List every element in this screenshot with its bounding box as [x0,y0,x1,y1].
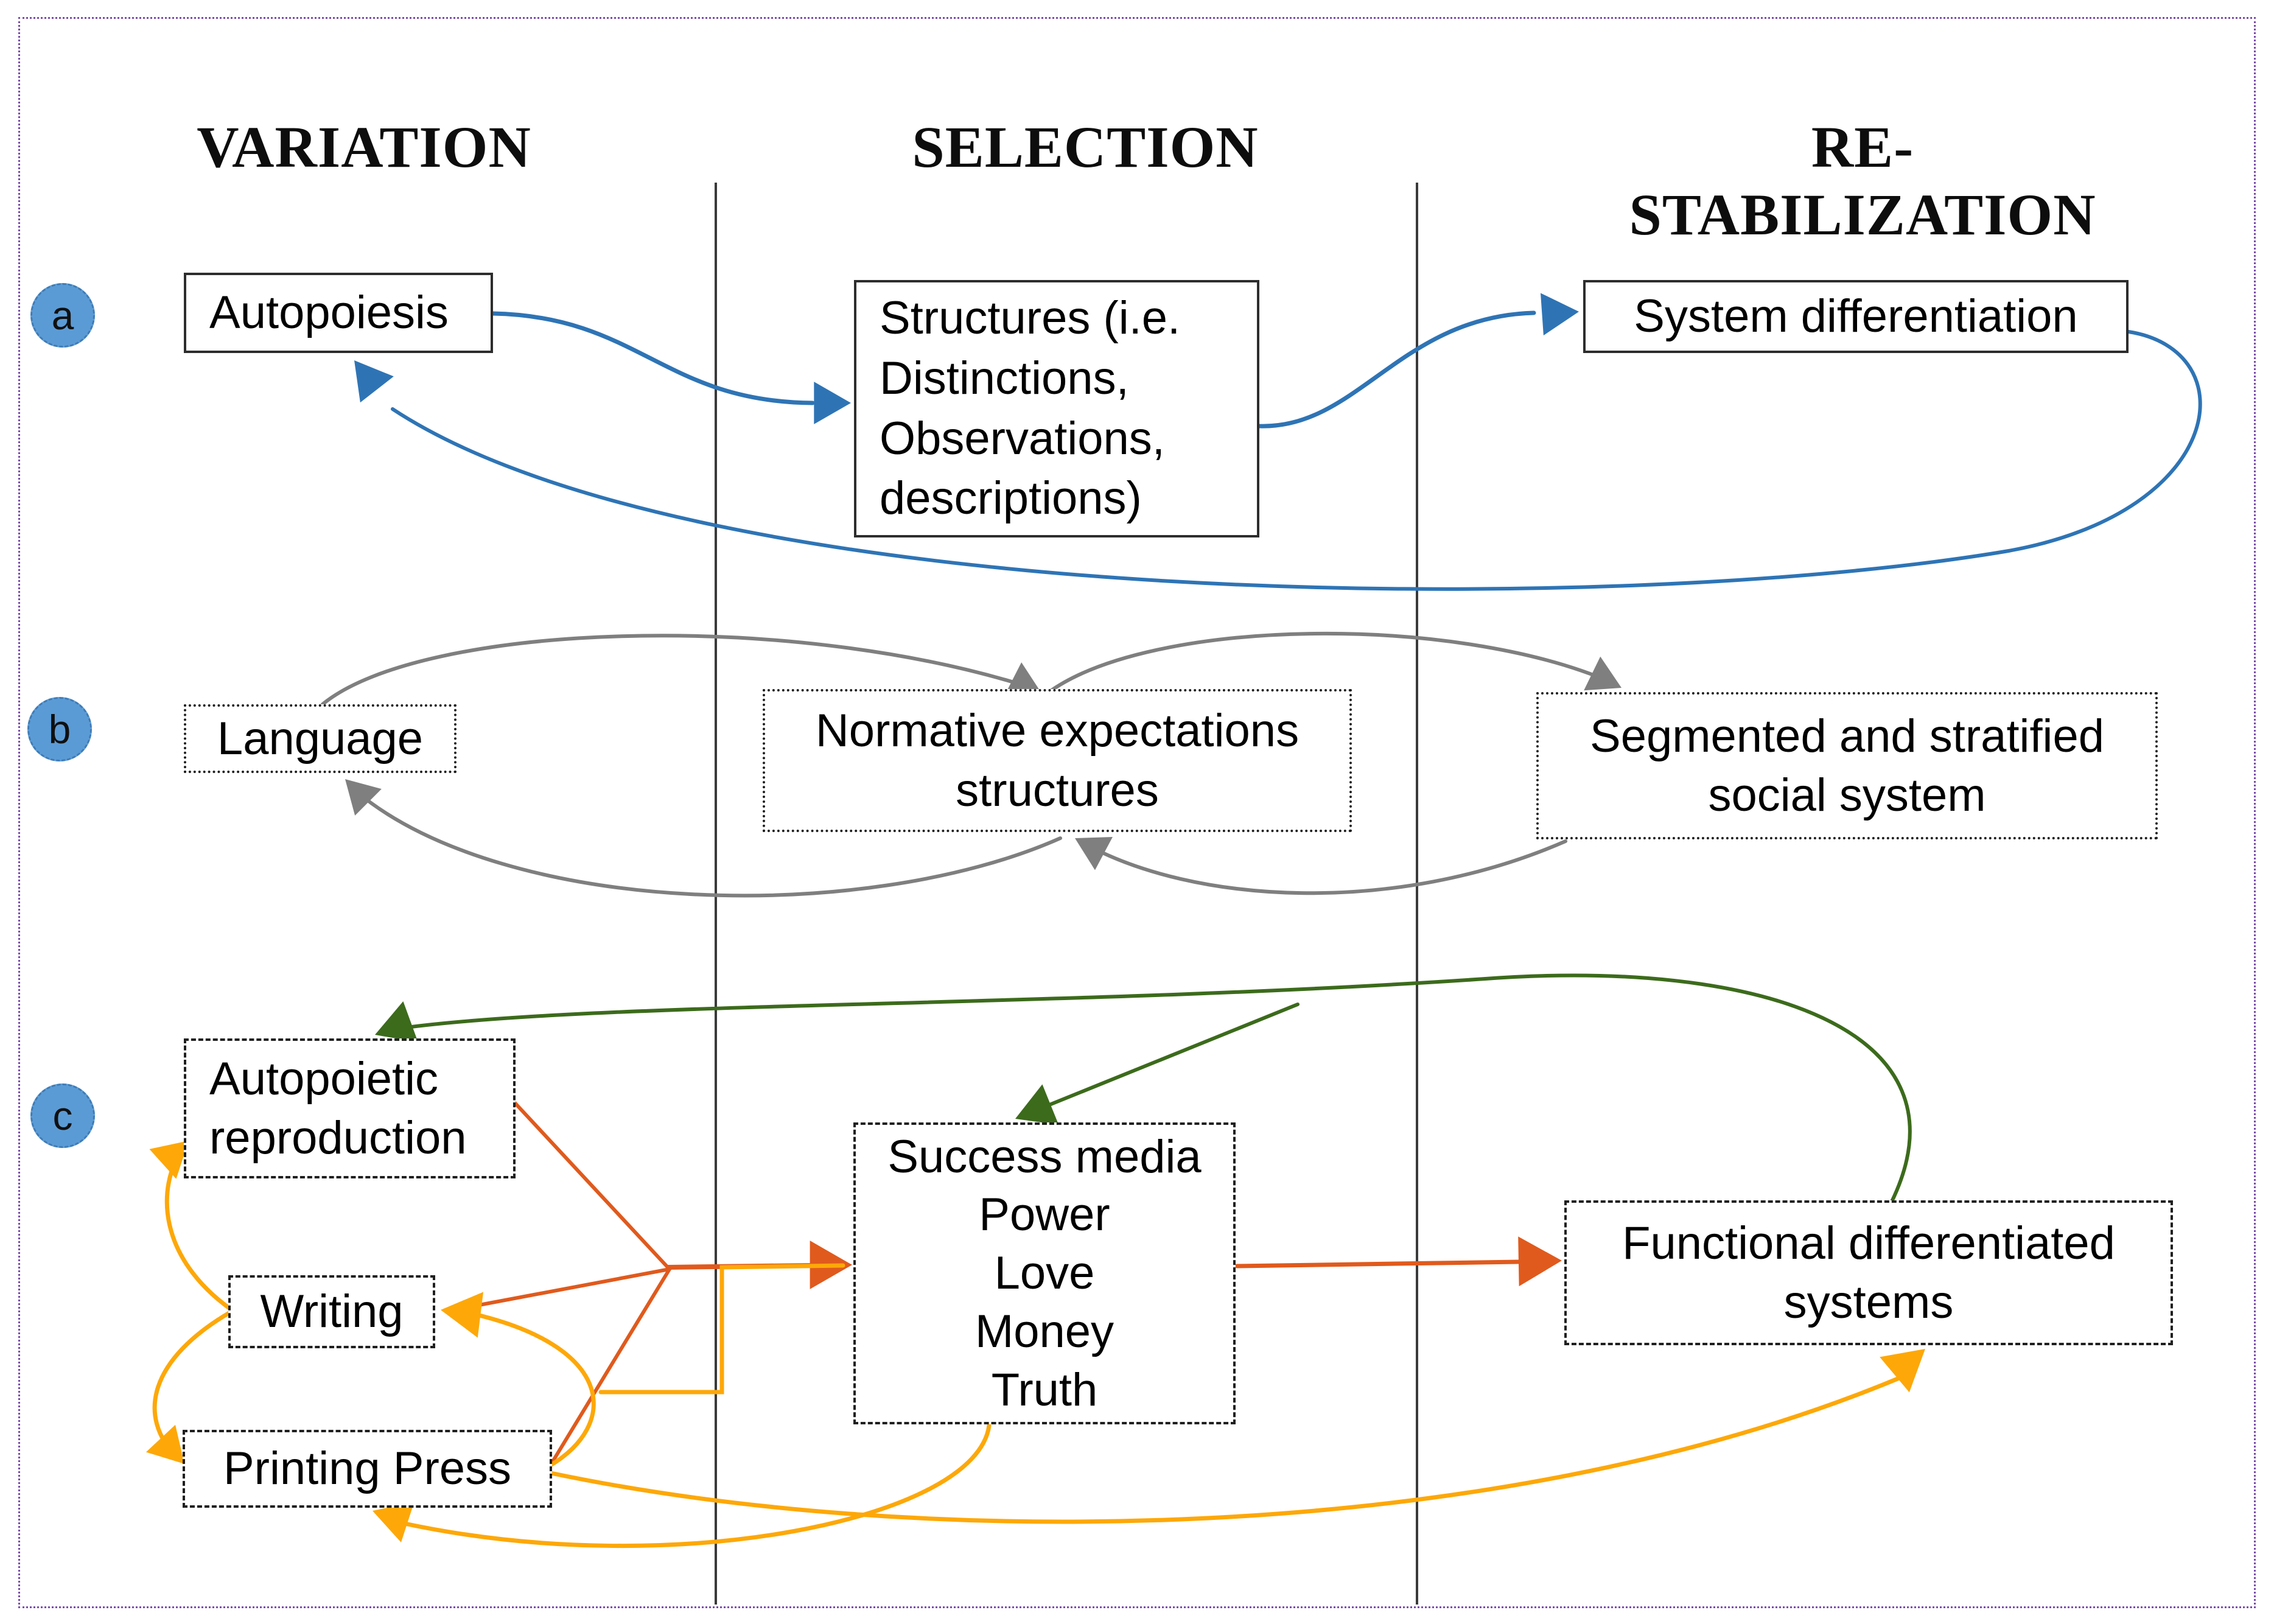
line-junction-to-writing [464,1267,671,1309]
box-structures: Structures (i.e. Distinctions, Observati… [854,280,1259,537]
arrowhead [1015,1084,1059,1125]
arrowhead [1075,836,1113,870]
arrow-printing-press-to-functional-systems [548,1349,1925,1524]
arrowhead [1880,1349,1925,1393]
arrowhead [345,779,382,816]
box-success-media-line: Money [974,1305,1114,1357]
column-header-variation: VARIATION [197,114,531,180]
box-structures-line: Observations, [880,412,1165,464]
line-writing-loop-to-success-media [598,1263,845,1395]
box-structures-line: Distinctions, [880,352,1129,404]
row-marker-b: b [27,697,92,761]
arrow-writing-to-printing-press-left [145,1310,233,1464]
arrowhead [1584,656,1622,691]
arrow-autopoiesis-to-structures [491,311,851,424]
box-autopoietic-reproduction: Autopoietic reproduction [184,1038,516,1178]
arrow-segmented-back-to-normative [1075,836,1567,895]
arrowhead [375,1001,418,1043]
box-structures-line: descriptions) [880,472,1142,525]
arrowhead [354,360,394,403]
arrow-normative-to-segmented [1046,631,1622,695]
arrow-success-media-to-functional-systems [1234,1236,1562,1287]
box-functional-systems: Functional differentiated systems [1564,1200,2173,1345]
arrow-system-differentiation-back-to-autopoiesis [354,330,2202,591]
arrow-language-to-normative [321,634,1042,706]
box-autopoiesis-label: Autopoiesis [209,287,449,339]
arrowhead [145,1424,184,1464]
line-junction-to-autopoietic-reproduction [513,1101,670,1270]
arrow-printing-press-to-writing [441,1292,596,1468]
box-autopoietic-reproduction-line: Autopoietic [209,1052,439,1105]
box-functional-systems-line: systems [1783,1276,1954,1328]
row-marker-a: a [30,283,95,348]
arrowhead [441,1292,484,1338]
box-autopoiesis: Autopoiesis [184,273,493,353]
box-normative-expectations: Normative expectations structures [763,689,1352,832]
arrow-writing-to-autopoietic-reproduction [149,1141,233,1311]
box-writing: Writing [228,1275,435,1348]
box-normative-line: structures [956,764,1159,816]
arrow-functional-to-autopoietic-reproduction [375,973,1912,1203]
box-segmented-line: Segmented and stratified [1590,710,2104,762]
arrowhead [1004,662,1042,696]
arrowhead [1541,293,1579,336]
box-system-differentiation-label: System differentiation [1634,290,2078,343]
box-success-media-line: Power [979,1189,1110,1241]
box-success-media-line: Truth [991,1363,1098,1416]
column-header-restabilization: RE-STABILIZATION [1629,114,2096,247]
arrowhead [373,1502,415,1542]
box-printing-press-label: Printing Press [223,1443,512,1495]
box-segmented-stratified: Segmented and stratified social system [1536,692,2158,839]
box-success-media-line: Love [994,1247,1095,1300]
box-functional-systems-line: Functional differentiated [1622,1217,2115,1269]
box-structures-line: Structures (i.e. [880,292,1181,344]
arrowhead [149,1141,189,1179]
arrowhead [814,382,851,424]
box-autopoietic-reproduction-line: reproduction [209,1112,467,1164]
box-printing-press: Printing Press [183,1430,552,1508]
box-success-media-line: Success media [887,1130,1202,1183]
box-system-differentiation: System differentiation [1583,280,2129,353]
arrow-green-branch-to-success-media [1015,1003,1300,1125]
box-success-media: Success media Power Love Money Truth [853,1122,1236,1424]
figure-border [18,17,2256,1608]
arrow-success-media-to-printing-press [373,1423,992,1549]
box-segmented-line: social system [1708,769,1986,821]
column-header-selection: SELECTION [912,114,1259,180]
box-language: Language [184,704,457,773]
arrow-normative-back-to-language [345,779,1062,898]
box-writing-label: Writing [260,1286,404,1338]
row-marker-c: c [30,1083,95,1148]
box-language-label: Language [217,712,424,765]
box-normative-line: Normative expectations [815,705,1300,757]
arrowhead [1518,1236,1562,1287]
line-junction-to-printing-press [549,1267,671,1466]
arrow-structures-to-system-differentiation [1257,293,1579,429]
